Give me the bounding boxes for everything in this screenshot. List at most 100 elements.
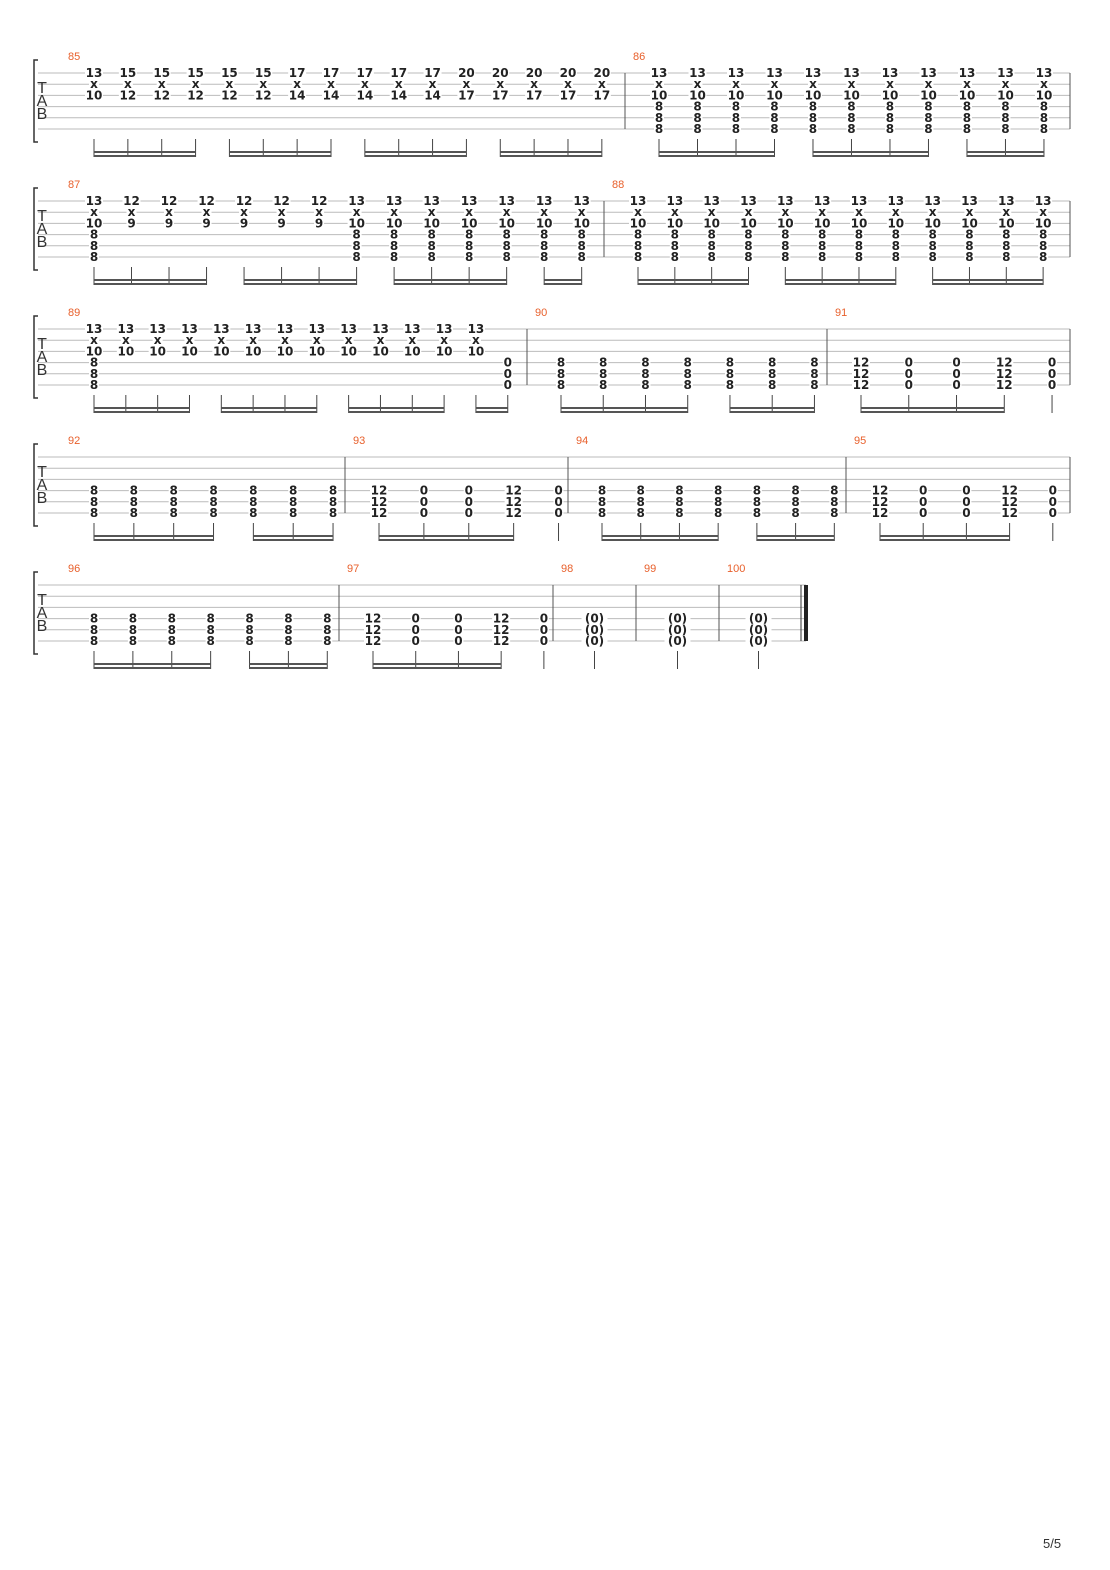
- fret-backdrop: [633, 206, 643, 218]
- fret-number: 13: [436, 322, 453, 336]
- fret-number: 8: [352, 228, 360, 242]
- fret-backdrop: [751, 484, 762, 496]
- fret-number: 12: [236, 194, 253, 208]
- fret-number: 12: [371, 506, 388, 520]
- fret-backdrop: [635, 507, 646, 518]
- system-bracket: [33, 443, 38, 527]
- fret-backdrop: [389, 206, 400, 218]
- beam: [756, 539, 835, 541]
- fret-backdrop: [351, 239, 362, 251]
- fret-backdrop: [849, 217, 868, 229]
- fret-number: 12: [872, 484, 889, 498]
- fret-backdrop: [235, 195, 254, 206]
- fret-backdrop: [435, 345, 454, 357]
- fret-backdrop: [410, 612, 421, 624]
- fret-backdrop: [525, 89, 544, 101]
- beam: [602, 539, 719, 541]
- fret-backdrop: [89, 356, 99, 368]
- fret-number: x: [217, 333, 225, 347]
- fret-number: 8: [886, 122, 894, 136]
- fret-backdrop: [790, 495, 801, 507]
- fret-number: x: [186, 333, 194, 347]
- fret-number: 8: [1039, 228, 1047, 242]
- fret-number: 12: [853, 378, 870, 392]
- fret-number: x: [848, 77, 856, 91]
- fret-number: 8: [744, 239, 752, 253]
- fret-backdrop: [347, 195, 366, 206]
- fret-number: 8: [168, 623, 176, 637]
- fret-number: 8: [928, 250, 936, 264]
- fret-number: 8: [249, 506, 257, 520]
- fret-number: x: [465, 205, 473, 219]
- fret-number: 8: [892, 250, 900, 264]
- fret-backdrop: [767, 367, 778, 379]
- fret-number: 15: [187, 66, 204, 80]
- fret-backdrop: [310, 195, 329, 206]
- fret-backdrop: [501, 251, 512, 262]
- fret-number: 8: [578, 239, 586, 253]
- fret-number: 8: [726, 378, 734, 392]
- fret-backdrop: [492, 623, 511, 635]
- measure-number: 97: [347, 563, 359, 575]
- fret-backdrop: [89, 612, 99, 624]
- fret-backdrop: [713, 484, 724, 496]
- fret-backdrop: [995, 356, 1014, 368]
- fret-number: 12: [198, 194, 215, 208]
- fret-backdrop: [576, 206, 587, 218]
- fret-backdrop: [890, 206, 901, 218]
- fret-backdrop: [596, 78, 607, 90]
- fret-backdrop: [529, 78, 540, 90]
- fret-number: x: [327, 77, 335, 91]
- beam: [364, 151, 467, 153]
- fret-number: 13: [843, 66, 860, 80]
- fret-backdrop: [275, 345, 294, 357]
- fret-backdrop: [492, 612, 511, 624]
- fret-number: 8: [830, 506, 838, 520]
- fret-number: 13: [728, 66, 745, 80]
- fret-backdrop: [322, 635, 333, 646]
- fret-number: 13: [245, 322, 262, 336]
- fret-number: 8: [289, 506, 297, 520]
- beam: [475, 411, 508, 413]
- fret-number: 8: [928, 239, 936, 253]
- fret-number: 12: [872, 495, 889, 509]
- fret-backdrop: [389, 228, 400, 240]
- fret-number: 8: [924, 111, 932, 125]
- fret-backdrop: [426, 239, 437, 251]
- tab-clef-letter: T: [37, 336, 47, 353]
- fret-backdrop: [903, 379, 914, 390]
- fret-number: 8: [655, 122, 663, 136]
- fret-number: x: [463, 77, 471, 91]
- fret-number: 0: [454, 623, 462, 637]
- fret-number: 13: [997, 66, 1014, 80]
- fret-number: 8: [655, 100, 663, 114]
- fret-number: 10: [920, 88, 937, 102]
- fret-number: 8: [90, 228, 98, 242]
- fret-number: 12: [365, 634, 382, 648]
- fret-backdrop: [205, 623, 216, 635]
- beam: [475, 407, 508, 409]
- fret-number: 12: [365, 612, 382, 626]
- fret-backdrop: [322, 623, 333, 635]
- fret-backdrop: [254, 67, 273, 78]
- fret-number: 12: [1001, 495, 1018, 509]
- fret-backdrop: [809, 356, 820, 368]
- tab-clef-letter: B: [37, 234, 48, 251]
- fret-number: 8: [598, 495, 606, 509]
- beam: [244, 279, 357, 281]
- fret-backdrop: [495, 78, 506, 90]
- fret-number: 8: [714, 484, 722, 498]
- fret-number: x: [925, 77, 933, 91]
- fret-backdrop: [780, 206, 791, 218]
- fret-number: 17: [492, 88, 509, 102]
- fret-number: 8: [671, 228, 679, 242]
- fret-backdrop: [674, 484, 685, 496]
- fret-number: 8: [641, 378, 649, 392]
- fret-number: (0): [749, 612, 768, 626]
- fret-backdrop: [351, 206, 362, 218]
- fret-number: 12: [505, 506, 522, 520]
- fret-backdrop: [553, 507, 564, 518]
- fret-backdrop: [751, 495, 762, 507]
- fret-backdrop: [168, 507, 179, 518]
- fret-backdrop: [807, 78, 818, 90]
